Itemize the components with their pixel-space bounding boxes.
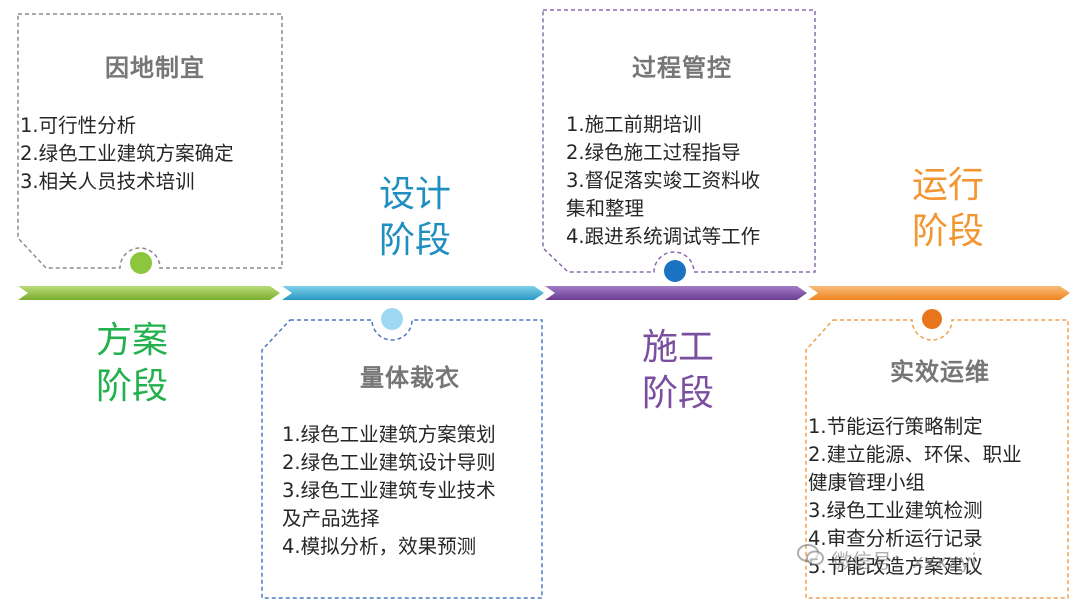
- list-item: 5.节能改造方案建议: [808, 555, 983, 578]
- stage-label-1: 方案 阶段: [72, 318, 192, 410]
- box-title-4: 实效运维: [890, 358, 990, 386]
- timeline-segment-3: [545, 286, 807, 300]
- box-list-4: 1.节能运行策略制定 2.建立能源、环保、职业 健康管理小组 3.绿色工业建筑检…: [808, 413, 1022, 581]
- box-list-1: 1.可行性分析 2.绿色工业建筑方案确定 3.相关人员技术培训: [20, 112, 234, 196]
- callout-frame-3: [542, 9, 816, 273]
- stage-label-2-line2: 阶段: [378, 220, 451, 261]
- list-item: 及产品选择: [282, 507, 380, 530]
- list-item: 1.可行性分析: [20, 114, 137, 137]
- callout-frame-4: [805, 319, 1069, 599]
- box-title-1: 因地制宜: [105, 54, 205, 82]
- wechat-icon: [797, 544, 824, 566]
- timeline-segment-2: [282, 286, 544, 300]
- watermark: 微信号：xxxxyi: [832, 549, 977, 573]
- list-item: 2.绿色工业建筑方案确定: [20, 142, 234, 165]
- stage-label-3: 施工 阶段: [618, 325, 738, 417]
- list-item: 1.节能运行策略制定: [808, 415, 983, 438]
- dot-lightblue: [381, 308, 403, 330]
- dot-green: [130, 252, 152, 274]
- stage-label-1-line1: 方案: [95, 320, 168, 361]
- box-list-2: 1.绿色工业建筑方案策划 2.绿色工业建筑设计导则 3.绿色工业建筑专业技术 及…: [282, 421, 496, 561]
- list-item: 2.建立能源、环保、职业: [808, 443, 1022, 466]
- stage-label-4: 运行 阶段: [888, 163, 1008, 255]
- list-item: 3.督促落实竣工资料收: [566, 169, 761, 192]
- list-item: 4.审查分析运行记录: [808, 527, 983, 550]
- box-title-3: 过程管控: [632, 54, 732, 82]
- timeline-segment-1: [18, 286, 280, 300]
- stage-label-3-line1: 施工: [641, 327, 714, 368]
- stage-label-2-line1: 设计: [378, 174, 451, 215]
- stage-label-4-line2: 阶段: [911, 211, 984, 252]
- list-item: 2.绿色施工过程指导: [566, 141, 741, 164]
- list-item: 集和整理: [566, 197, 645, 220]
- callout-frame-1: [17, 13, 283, 269]
- list-item: 3.绿色工业建筑专业技术: [282, 479, 496, 502]
- stage-label-1-line2: 阶段: [95, 366, 168, 407]
- list-item: 1.绿色工业建筑方案策划: [282, 423, 496, 446]
- timeline-segment-4: [808, 286, 1070, 300]
- list-item: 4.跟进系统调试等工作: [566, 225, 761, 248]
- list-item: 2.绿色工业建筑设计导则: [282, 451, 496, 474]
- list-item: 4.模拟分析，效果预测: [282, 535, 477, 558]
- stage-label-2: 设计 阶段: [355, 172, 475, 264]
- dot-blue: [664, 260, 686, 282]
- box-title-2: 量体裁衣: [360, 364, 460, 392]
- stage-label-4-line1: 运行: [911, 165, 984, 206]
- stage-label-3-line2: 阶段: [641, 373, 714, 414]
- dot-orange: [922, 309, 942, 329]
- box-list-3: 1.施工前期培训 2.绿色施工过程指导 3.督促落实竣工资料收 集和整理 4.跟…: [566, 111, 760, 251]
- list-item: 健康管理小组: [808, 471, 926, 494]
- list-item: 3.相关人员技术培训: [20, 170, 195, 193]
- list-item: 3.绿色工业建筑检测: [808, 499, 983, 522]
- list-item: 1.施工前期培训: [566, 113, 702, 136]
- callout-frame-2: [261, 319, 543, 599]
